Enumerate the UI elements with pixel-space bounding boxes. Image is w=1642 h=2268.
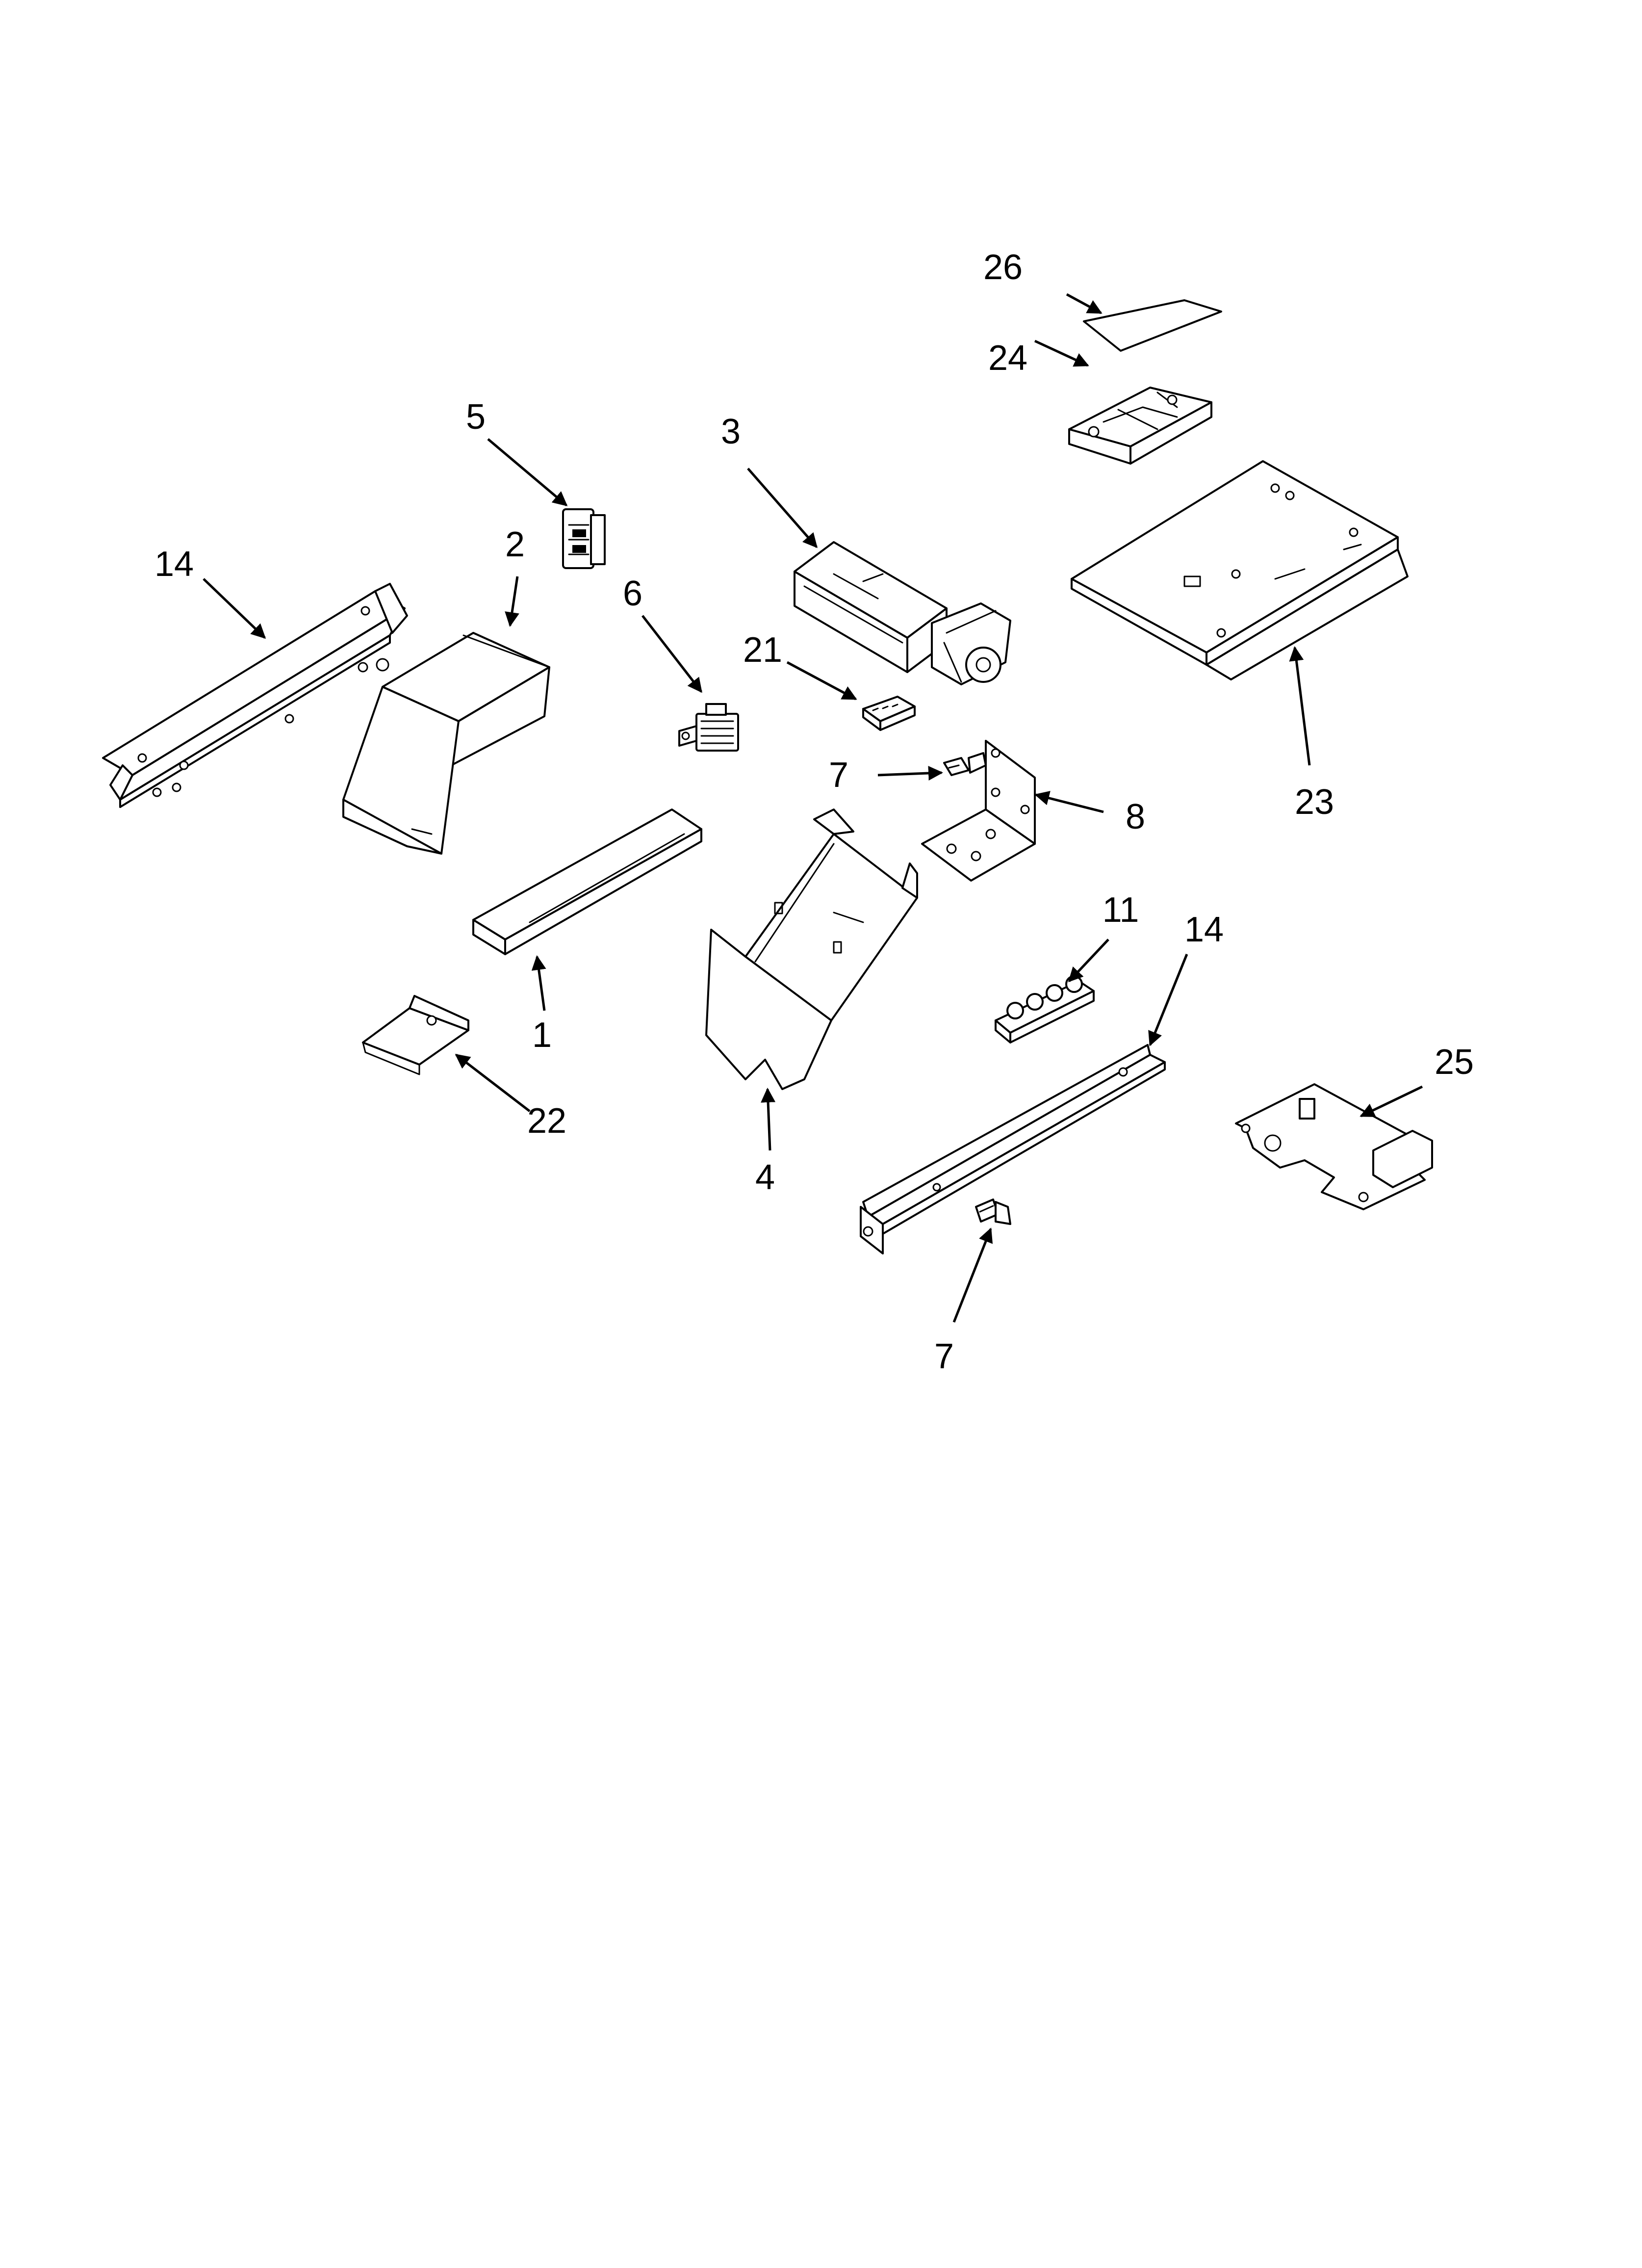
callout-8: 8 <box>1126 797 1145 836</box>
part-8-bracket <box>921 740 1036 882</box>
leader-24 <box>1034 339 1089 367</box>
leader-14-left <box>203 578 266 639</box>
callout-23: 23 <box>1295 782 1334 822</box>
callout-4: 4 <box>755 1158 775 1197</box>
leader-lines <box>203 293 1423 1323</box>
leader-5 <box>487 438 568 506</box>
callout-22: 22 <box>527 1101 566 1141</box>
leader-22 <box>455 1054 531 1112</box>
part-7-screw-lower <box>975 1199 1011 1225</box>
part-3-control-module <box>794 541 1011 685</box>
part-14-right-rail <box>860 1044 1166 1254</box>
callout-labels: 26 24 5 3 14 2 6 21 23 7 8 11 14 1 25 22… <box>154 248 1474 1376</box>
callout-11: 11 <box>1103 890 1139 930</box>
callout-7-lower: 7 <box>934 1337 954 1376</box>
leader-8 <box>1034 791 1104 813</box>
part-23-cover-plate <box>1071 460 1409 680</box>
part-25-contact-plate <box>1235 1083 1433 1210</box>
part-22-small-bracket <box>362 995 469 1075</box>
leader-3 <box>747 468 818 548</box>
part-2-duct <box>342 632 550 855</box>
leader-14-right <box>1148 954 1188 1046</box>
part-5-switch <box>562 508 606 569</box>
part-7-screw-upper <box>943 752 987 776</box>
leader-1 <box>531 955 546 1011</box>
part-11-clip-strip <box>995 975 1095 1043</box>
callout-25: 25 <box>1435 1043 1474 1082</box>
leader-23 <box>1289 646 1311 766</box>
callout-1: 1 <box>532 1016 552 1055</box>
leader-21 <box>786 661 857 701</box>
callout-2: 2 <box>505 525 525 564</box>
leader-25 <box>1360 1085 1423 1118</box>
part-6-transformer <box>678 703 739 752</box>
leader-7-lower <box>952 1227 993 1323</box>
part-21-terminal-block <box>862 696 916 731</box>
callout-14-left: 14 <box>154 545 194 584</box>
callout-3: 3 <box>721 412 741 451</box>
callout-26: 26 <box>983 248 1023 287</box>
callout-14-right: 14 <box>1184 910 1224 949</box>
callout-6: 6 <box>623 574 642 613</box>
leader-4 <box>761 1088 776 1151</box>
callout-21: 21 <box>743 630 782 670</box>
part-26-label-sheet <box>1083 299 1222 352</box>
leader-11 <box>1068 938 1109 983</box>
callout-7-upper: 7 <box>829 756 848 795</box>
part-24-bracket <box>1068 387 1212 465</box>
leader-7-upper <box>877 766 943 781</box>
callout-5: 5 <box>466 397 486 437</box>
leader-6 <box>641 615 702 693</box>
leader-26 <box>1066 293 1103 314</box>
callout-24: 24 <box>988 339 1027 378</box>
leader-2 <box>505 576 519 627</box>
part-14-left-rail <box>102 583 408 808</box>
part-4-shield <box>705 808 918 1090</box>
part-1-shelf <box>472 808 702 955</box>
